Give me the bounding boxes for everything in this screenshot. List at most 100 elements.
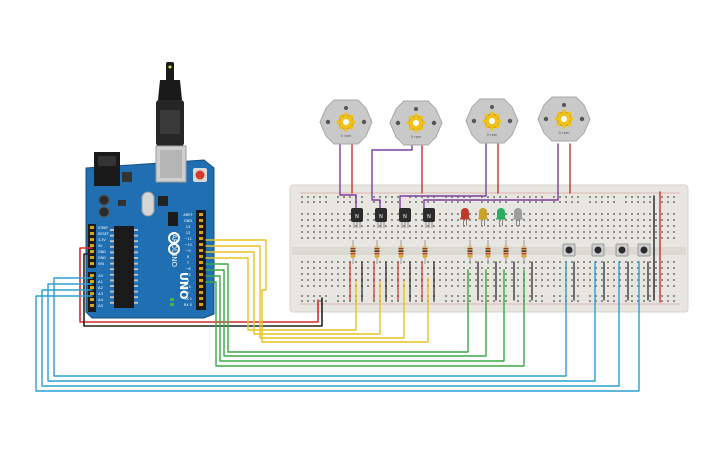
gear-tooth [350, 126, 354, 130]
breadboard-hole [361, 231, 363, 233]
gear-tooth [338, 126, 342, 130]
chip-leg [110, 257, 114, 259]
wire-led2-green[interactable] [205, 269, 487, 357]
gear-tooth [568, 123, 572, 127]
wire-motor3-purple[interactable] [399, 143, 487, 211]
wire-pin9-yellow[interactable] [205, 239, 429, 343]
power-jack-detail [98, 156, 116, 166]
breadboard-hole [343, 196, 345, 198]
led[interactable] [478, 208, 488, 226]
wire-motor1-purple[interactable] [339, 143, 357, 211]
breadboard-hole [445, 300, 447, 302]
led-body [497, 208, 505, 218]
breadboard-hole [667, 225, 669, 227]
dc-motor[interactable]: 0 rpm [537, 96, 591, 142]
resistor[interactable] [374, 240, 380, 264]
reset-button-cap[interactable] [195, 170, 205, 180]
led[interactable] [496, 208, 506, 226]
breadboard-hole [493, 300, 495, 302]
breadboard-hole [547, 231, 549, 233]
wire-gnd-black[interactable] [83, 253, 323, 327]
breadboard-hole [541, 225, 543, 227]
breadboard-hole [577, 225, 579, 227]
npn-transistor[interactable]: N [351, 208, 363, 228]
gear-tooth [554, 117, 558, 121]
button-cap[interactable] [594, 246, 602, 254]
breadboard-hole [331, 219, 333, 221]
resistor[interactable] [398, 240, 404, 264]
wire-pin12-yellow[interactable] [205, 257, 357, 331]
wire-5v-red[interactable] [79, 247, 319, 323]
resistor-band [422, 250, 428, 252]
wire-led1-green[interactable] [205, 263, 469, 353]
wire-a1-blue[interactable] [47, 261, 596, 382]
button-cap[interactable] [640, 246, 648, 254]
breadboard-hole [337, 237, 339, 239]
resistor[interactable] [521, 240, 527, 264]
resistor[interactable] [350, 240, 356, 264]
motor-rpm-label: 0 rpm [411, 135, 422, 139]
led[interactable] [513, 208, 523, 226]
wire-a0-blue[interactable] [53, 261, 567, 377]
breadboard-hole [355, 231, 357, 233]
breadboard-hole [343, 219, 345, 221]
dc-motor[interactable]: 0 rpm [465, 98, 519, 144]
wire-a3-blue[interactable] [35, 261, 640, 392]
breadboard-hole [421, 196, 423, 198]
push-button[interactable] [637, 243, 651, 257]
wire-led4-green[interactable] [205, 269, 525, 367]
breadboard-hole [631, 201, 633, 203]
push-button[interactable] [615, 243, 629, 257]
push-button[interactable] [591, 243, 605, 257]
led[interactable] [460, 208, 470, 226]
breadboard-hole [571, 237, 573, 239]
breadboard-hole [301, 219, 303, 221]
wire-motor4-purple[interactable] [423, 143, 559, 211]
breadboard-hole [601, 261, 603, 263]
wire-a2-blue[interactable] [41, 261, 620, 387]
resistor[interactable] [485, 240, 491, 264]
wire-led3-green[interactable] [205, 269, 505, 362]
breadboard-hole [643, 213, 645, 215]
resistor[interactable] [467, 240, 473, 264]
breadboard-hole [625, 196, 627, 198]
breadboard-hole [649, 213, 651, 215]
dc-motor[interactable]: 0 rpm [389, 100, 443, 146]
led-rim [496, 218, 506, 220]
breadboard-hole [469, 279, 471, 281]
chip-leg [110, 234, 114, 237]
button-cap[interactable] [565, 246, 573, 254]
npn-transistor[interactable]: N [399, 208, 411, 228]
breadboard-hole [337, 196, 339, 198]
breadboard-hole [421, 201, 423, 203]
digital-header[interactable] [196, 210, 206, 310]
breadboard-hole [313, 237, 315, 239]
breadboard-hole [343, 285, 345, 287]
breadboard-hole [325, 295, 327, 297]
button-cap[interactable] [618, 246, 626, 254]
arduino-uno-board[interactable]: ARDUINO UNO AREFGND1312~11~10~987~6~54~3… [85, 62, 215, 319]
wire-pin11-yellow[interactable] [205, 251, 381, 335]
transistor-body [375, 208, 387, 222]
breadboard-hole [577, 267, 579, 269]
npn-transistor[interactable]: N [423, 208, 435, 228]
resistor[interactable] [422, 240, 428, 264]
wire-motor2-purple[interactable] [371, 143, 413, 211]
motor-screw [395, 120, 401, 126]
npn-transistor[interactable]: N [375, 208, 387, 228]
breadboard-hole [649, 267, 651, 269]
push-button[interactable] [562, 243, 576, 257]
breadboard-hole [505, 279, 507, 281]
breadboard-hole [505, 213, 507, 215]
breadboard-hole [481, 231, 483, 233]
breadboard-hole [643, 300, 645, 302]
breadboard-hole [433, 201, 435, 203]
gear-tooth [496, 125, 500, 129]
resistor[interactable] [503, 240, 509, 264]
wire-pin10-yellow[interactable] [205, 245, 405, 339]
breadboard-hole [343, 237, 345, 239]
breadboard-hole [457, 300, 459, 302]
dc-motor[interactable]: 0 rpm [319, 99, 373, 145]
breadboard-hole [529, 219, 531, 221]
breadboard-hole [469, 237, 471, 239]
